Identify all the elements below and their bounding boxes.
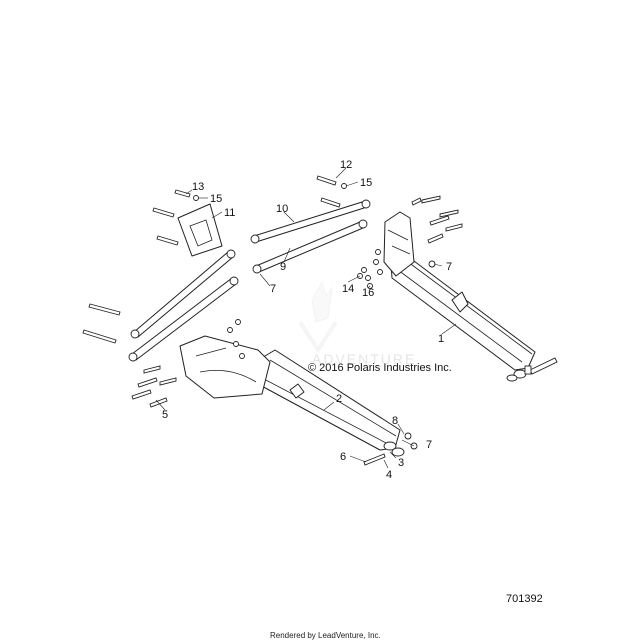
rendered-by-credit: Rendered by LeadVenture, Inc. xyxy=(270,631,381,640)
callout-12: 12 xyxy=(340,159,352,171)
callout-16: 16 xyxy=(362,287,374,299)
hardware-12-16 xyxy=(174,175,373,289)
leader-lines xyxy=(155,167,457,469)
callout-15-left: 15 xyxy=(210,193,222,205)
figure-number: 701392 xyxy=(506,593,543,605)
callout-7-link: 7 xyxy=(270,283,276,295)
callout-10: 10 xyxy=(276,203,288,215)
callout-3: 3 xyxy=(398,457,404,469)
right-bracket-bolts xyxy=(361,195,463,281)
part-9-lower-link xyxy=(252,219,368,274)
callout-13: 13 xyxy=(192,181,204,193)
callout-14: 14 xyxy=(342,283,354,295)
left-bracket-bolts xyxy=(131,319,245,408)
left-long-links xyxy=(82,249,239,362)
callout-6: 6 xyxy=(340,451,346,463)
callout-15-top: 15 xyxy=(360,177,372,189)
callout-9: 9 xyxy=(280,261,286,273)
callout-7-lower: 7 xyxy=(426,439,432,451)
part-1-right-trailing-arm xyxy=(383,211,558,382)
callout-7-right: 7 xyxy=(446,261,452,273)
watermark-text: ADVENTURE xyxy=(312,351,416,367)
callout-8: 8 xyxy=(392,415,398,427)
part-2-left-trailing-arm xyxy=(179,335,418,466)
watermark-logo xyxy=(298,280,338,354)
callout-4: 4 xyxy=(386,469,392,481)
copyright-notice: © 2016 Polaris Industries Inc. xyxy=(308,362,452,374)
callout-2: 2 xyxy=(336,393,342,405)
callout-11: 11 xyxy=(224,207,235,219)
part-10-upper-link xyxy=(250,199,371,244)
callout-1: 1 xyxy=(438,333,444,345)
part-11-bracket-plate xyxy=(152,203,223,257)
callout-5: 5 xyxy=(162,409,168,421)
